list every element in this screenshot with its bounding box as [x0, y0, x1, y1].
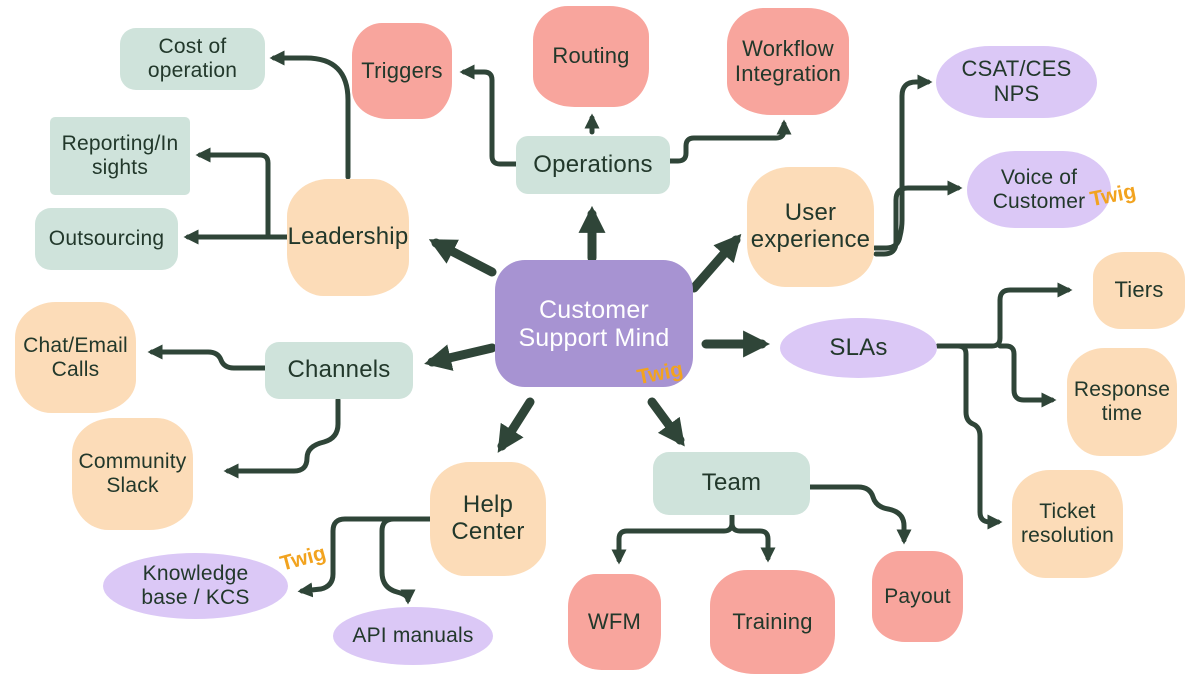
- edge-slas-tiers: [935, 282, 1073, 349]
- node-response-time[interactable]: Response time: [1067, 348, 1177, 456]
- node-channels[interactable]: Channels: [265, 342, 413, 399]
- node-knowledge-base-kcs[interactable]: Knowledge base / KCS: [103, 553, 288, 619]
- edge-ux-voice: [873, 180, 963, 257]
- edge-team-training: [729, 513, 776, 563]
- edge-channels-chat-email: [147, 344, 268, 371]
- node-user-experience[interactable]: User experience: [747, 167, 874, 287]
- node-ticket-resolution[interactable]: Ticket resolution: [1012, 470, 1123, 578]
- node-wfm[interactable]: WFM: [568, 574, 661, 670]
- node-outsourcing[interactable]: Outsourcing: [35, 208, 178, 270]
- edge-leadership-reporting: [195, 147, 271, 240]
- edge-center-leadership: [428, 238, 497, 277]
- node-slas[interactable]: SLAs: [780, 318, 937, 378]
- node-routing[interactable]: Routing: [533, 6, 649, 107]
- edge-center-help-center: [497, 397, 535, 453]
- node-leadership[interactable]: Leadership: [287, 179, 409, 296]
- node-team[interactable]: Team: [653, 452, 810, 515]
- edge-help-api: [379, 516, 433, 605]
- edge-slas-response-time: [997, 343, 1057, 408]
- edge-team-wfm: [611, 513, 735, 565]
- node-reporting-insights[interactable]: Reporting/In sights: [50, 117, 190, 195]
- node-customer-support-mind[interactable]: Customer Support Mind: [495, 260, 693, 387]
- node-training[interactable]: Training: [710, 570, 835, 674]
- node-triggers[interactable]: Triggers: [352, 23, 452, 119]
- node-api-manuals[interactable]: API manuals: [333, 607, 493, 665]
- node-voice-of-customer[interactable]: Voice of Customer: [967, 151, 1111, 228]
- node-tiers[interactable]: Tiers: [1093, 252, 1185, 329]
- edge-ux-csat: [872, 74, 933, 251]
- node-community-slack[interactable]: Community Slack: [72, 418, 193, 530]
- edge-leadership-cost: [269, 50, 351, 180]
- edge-operations-triggers: [459, 64, 519, 167]
- node-operations[interactable]: Operations: [516, 136, 670, 194]
- node-workflow-integration[interactable]: Workflow Integration: [727, 8, 849, 115]
- edge-center-team: [647, 397, 685, 447]
- edge-slas-ticket-resolution: [935, 343, 1003, 530]
- edge-help-knowledge: [297, 516, 433, 598]
- edge-operations-workflow: [667, 119, 792, 164]
- edge-team-payout: [807, 484, 912, 545]
- node-chat-email-calls[interactable]: Chat/Email Calls: [15, 302, 136, 413]
- edge-channels-community: [223, 397, 341, 479]
- node-payout[interactable]: Payout: [872, 551, 963, 642]
- node-cost-of-operation[interactable]: Cost of operation: [120, 28, 265, 90]
- edge-center-user-experience: [689, 233, 742, 293]
- edge-center-channels: [424, 343, 497, 371]
- node-help-center[interactable]: Help Center: [430, 462, 546, 576]
- node-csat-ces-nps[interactable]: CSAT/CES NPS: [936, 46, 1097, 118]
